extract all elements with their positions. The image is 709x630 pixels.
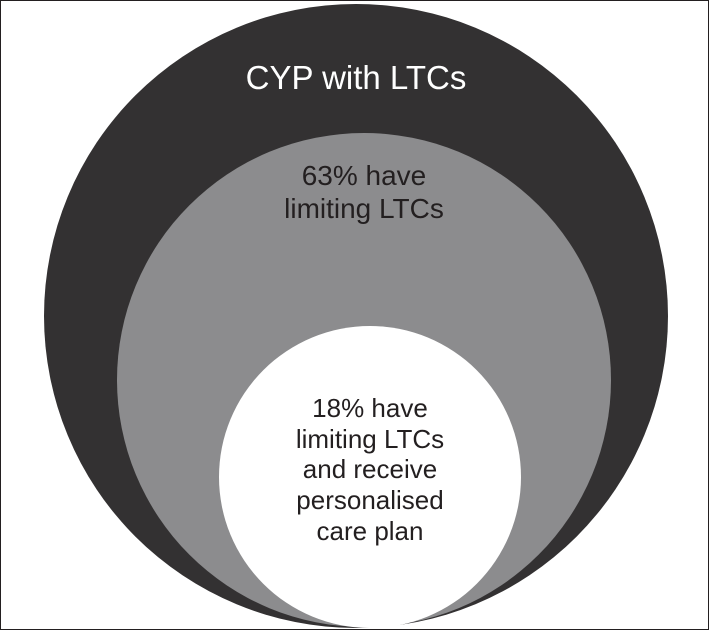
outer-circle-label: CYP with LTCs [44,59,668,98]
middle-label-line-2: limiting LTCs [284,193,444,225]
inner-label-line-2: limiting LTCs [295,423,445,454]
middle-circle-label: 63% have limiting LTCs [117,159,611,225]
inner-label-line-3: and receive [302,454,438,485]
outer-label-text: CYP with LTCs [245,59,467,96]
inner-circle-label: 18% have limiting LTCs and receive perso… [219,393,521,546]
inner-label-line-5: care plan [316,515,424,546]
inner-label-line-4: personalised [296,485,444,516]
inner-circle [219,326,521,628]
middle-label-line-1: 63% have [301,160,427,191]
inner-label-line-1: 18% have [312,393,428,423]
